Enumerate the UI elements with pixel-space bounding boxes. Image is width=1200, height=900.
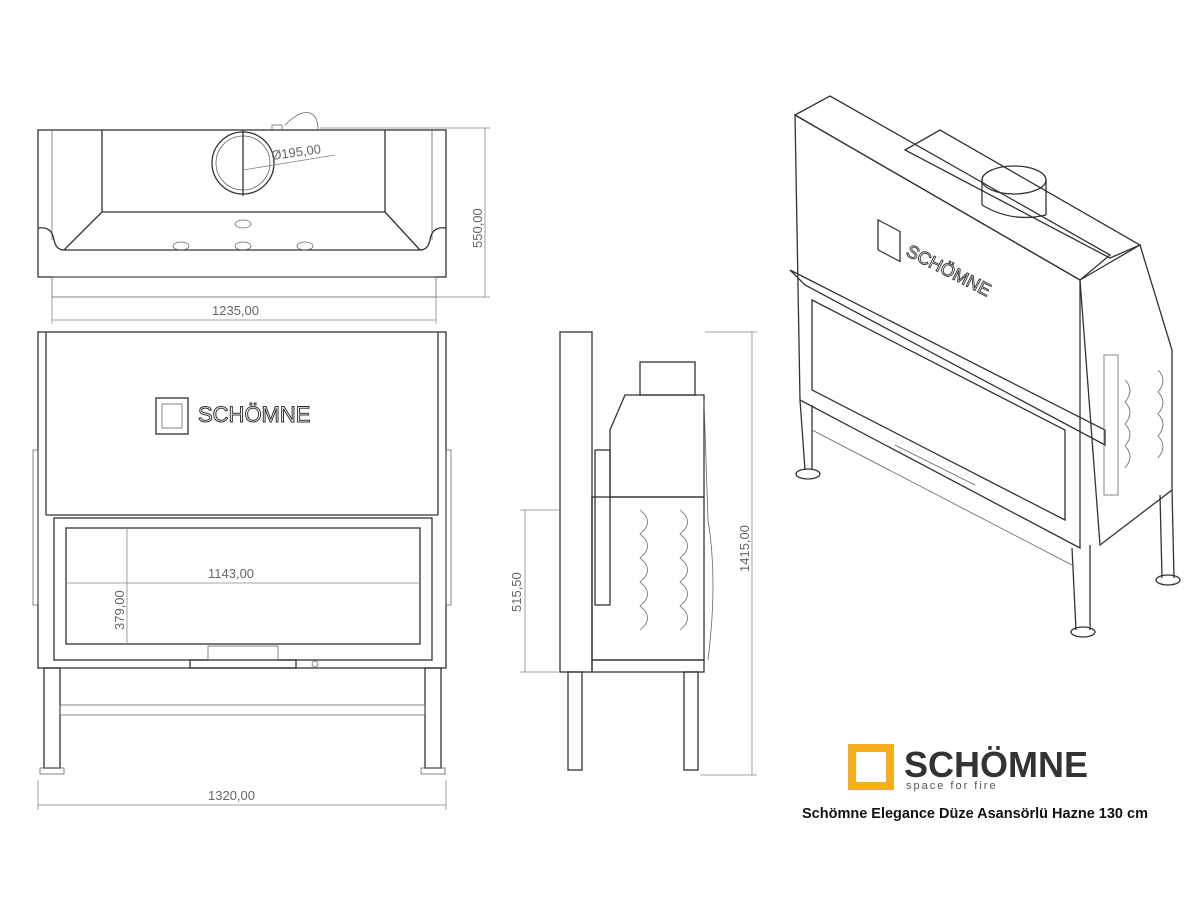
iso-logo-text: SCHÖMNE	[903, 241, 994, 301]
top-width-label: 1235,00	[212, 303, 259, 318]
brand-tagline: space for fire	[906, 780, 998, 792]
front-logo: SCHÖMNE	[155, 397, 311, 435]
brand-name: SCHÖMNE	[904, 744, 1089, 785]
flue-diameter-label: Ø195,00	[270, 141, 321, 163]
door-height-label: 515,50	[509, 572, 524, 612]
brand-logo-mark-icon	[848, 744, 894, 790]
glass-width-label: 1143,00	[208, 566, 254, 581]
front-logo-text: SCHÖMNE	[198, 402, 310, 427]
top-view: Ø195,00 550,00 1235,00	[37, 112, 490, 324]
isometric-view: SCHÖMNE	[789, 95, 1181, 638]
glass-height-label: 379,00	[112, 590, 127, 630]
product-caption: Schömne Elegance Düze Asansörlü Hazne 13…	[802, 806, 1148, 822]
side-view: 515,50 1415,00	[509, 331, 757, 776]
overall-height-label: 1415,00	[737, 525, 752, 572]
top-depth-label: 550,00	[470, 208, 485, 248]
overall-width-label: 1320,00	[208, 788, 255, 803]
front-view: SCHÖMNE 1143,00 379,00 1320,00	[32, 331, 452, 810]
brand-logo: SCHÖMNE space for fire	[848, 742, 1088, 798]
